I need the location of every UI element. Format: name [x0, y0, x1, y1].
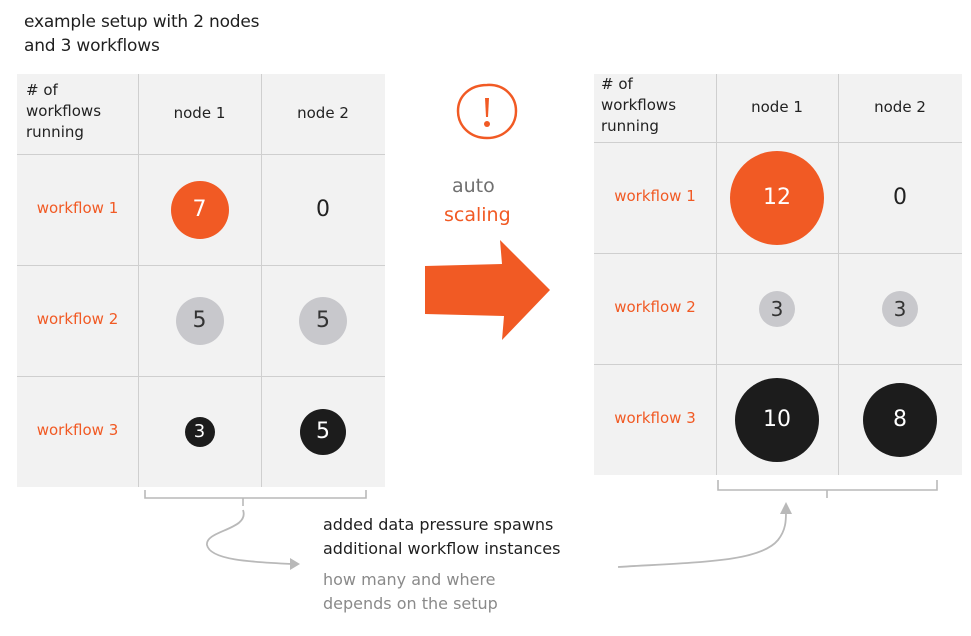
- left-col-node-2: node 2: [297, 104, 349, 122]
- left-row-workflow-2: workflow 2: [36, 310, 119, 328]
- diagram-title: example setup with 2 nodes and 3 workflo…: [24, 10, 260, 58]
- title-line-2: and 3 workflows: [24, 36, 160, 56]
- scaling-label: scaling: [444, 204, 511, 226]
- left-w3-node1-count: 3: [184, 416, 215, 447]
- right-table-header: # of workflows running: [601, 75, 677, 135]
- annotation-sub-line-1: how many and where: [323, 570, 496, 589]
- left-table: # of workflows running node 1 node 2 wor…: [17, 74, 385, 487]
- right-row-workflow-2: workflow 2: [614, 298, 696, 316]
- left-w3-node2-count: 5: [300, 408, 346, 455]
- annotation-sub: how many and where depends on the setup: [323, 568, 498, 616]
- left-table-header: # of workflows running: [26, 81, 102, 141]
- annotation-line-2: additional workflow instances: [323, 539, 561, 558]
- left-connector-arrowhead: [290, 558, 300, 570]
- annotation-line-1: added data pressure spawns: [323, 515, 554, 534]
- title-line-1: example setup with 2 nodes: [24, 12, 260, 32]
- left-w2-node1-count: 5: [175, 296, 224, 345]
- right-w2-node2-count: 3: [882, 290, 918, 327]
- right-w1-node1-count: 12: [730, 150, 824, 245]
- annotation-sub-line-2: depends on the setup: [323, 594, 498, 613]
- right-row-workflow-1: workflow 1: [614, 187, 696, 205]
- right-w3-node2-count: 8: [863, 382, 937, 457]
- left-row-workflow-1: workflow 1: [36, 199, 119, 217]
- right-col-node-1: node 1: [751, 98, 803, 116]
- right-table: # of workflows running node 1 node 2 wor…: [594, 74, 962, 475]
- left-w2-node2-count: 5: [299, 296, 347, 345]
- right-connector-curve: [617, 511, 787, 568]
- left-w1-node2-count: 0: [316, 197, 330, 222]
- exclamation-circle-icon: [456, 83, 518, 140]
- right-w3-node1-count: 10: [735, 377, 819, 462]
- right-arrow-icon: [425, 240, 550, 340]
- right-w1-node2-count: 0: [893, 185, 907, 210]
- right-connector-arrowhead: [780, 502, 792, 514]
- left-connector-curve: [206, 509, 293, 565]
- annotation-main: added data pressure spawns additional wo…: [323, 513, 560, 561]
- left-col-node-1: node 1: [173, 104, 226, 122]
- left-row-workflow-3: workflow 3: [36, 421, 119, 439]
- right-col-node-2: node 2: [874, 98, 926, 116]
- left-bracket: [144, 490, 367, 506]
- right-w2-node1-count: 3: [759, 290, 795, 327]
- right-row-workflow-3: workflow 3: [614, 409, 696, 427]
- left-w1-node1-count: 7: [170, 180, 229, 239]
- right-bracket: [717, 480, 938, 498]
- auto-label: auto: [452, 175, 495, 197]
